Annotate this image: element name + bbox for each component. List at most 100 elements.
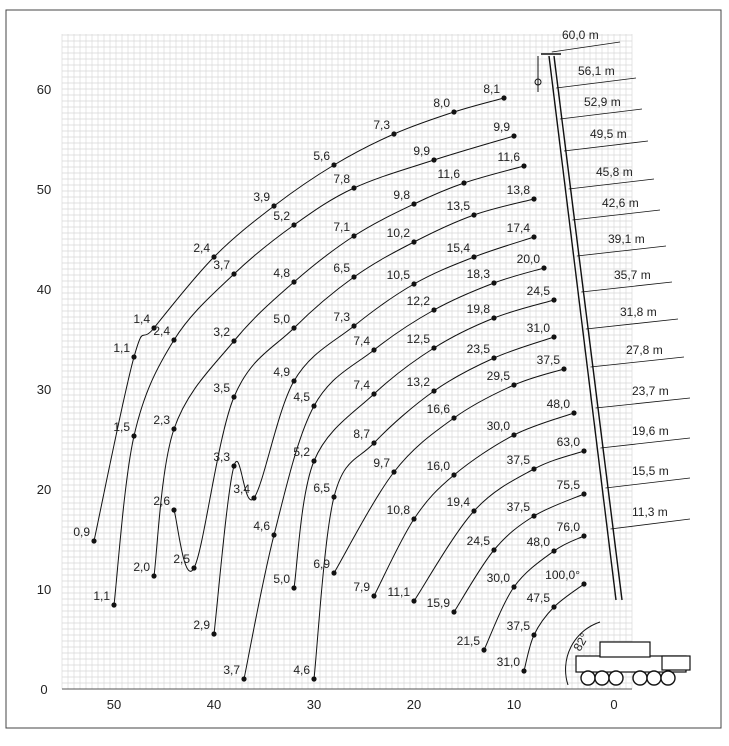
boom-length-label: 35,7 m xyxy=(614,268,651,282)
series-line xyxy=(333,368,565,574)
data-label: 24,5 xyxy=(527,284,551,298)
data-point xyxy=(411,598,417,604)
data-point xyxy=(471,508,477,514)
data-point xyxy=(211,254,217,260)
data-label: 3,4 xyxy=(233,482,250,496)
data-label: 11,6 xyxy=(438,167,461,181)
data-label: 20,0 xyxy=(517,252,541,266)
boom-length-label: 60,0 m xyxy=(562,28,599,42)
boom-length-label: 52,9 m xyxy=(584,95,621,109)
data-point xyxy=(311,676,317,682)
data-label: 2,9 xyxy=(193,618,210,632)
y-tick-label: 10 xyxy=(37,582,51,597)
data-label: 8,7 xyxy=(353,427,370,441)
data-label: 2,0 xyxy=(133,560,150,574)
data-label: 48,0 xyxy=(547,397,571,411)
boom-length-leader xyxy=(556,77,637,89)
boom-length-leader xyxy=(559,108,643,120)
truck-wheel xyxy=(594,670,610,686)
series-line xyxy=(243,267,545,680)
crane: 60,0 m56,1 m52,9 m49,5 m45,8 m42,6 m39,1… xyxy=(534,28,691,686)
data-label: 15,9 xyxy=(427,596,451,610)
data-point xyxy=(331,570,337,576)
data-label: 3,5 xyxy=(213,381,230,395)
data-point xyxy=(531,466,537,472)
x-tick-label: 40 xyxy=(207,697,221,712)
data-point xyxy=(531,234,537,240)
data-label: 12,5 xyxy=(407,332,431,346)
data-point xyxy=(511,133,517,139)
data-point xyxy=(521,163,527,169)
data-point xyxy=(581,448,587,454)
data-label: 2,4 xyxy=(193,241,210,255)
data-label: 9,9 xyxy=(413,144,430,158)
data-label: 10,2 xyxy=(387,226,411,240)
data-point xyxy=(511,432,517,438)
boom-length-label: 56,1 m xyxy=(578,64,615,78)
data-point xyxy=(231,338,237,344)
data-label: 23,5 xyxy=(467,342,491,356)
data-point xyxy=(91,538,97,544)
data-point xyxy=(511,584,517,590)
series-line xyxy=(173,198,535,572)
boom-length-leader xyxy=(590,356,685,368)
boom-edge xyxy=(548,55,617,601)
data-label: 24,5 xyxy=(467,534,491,548)
load-curves: 0,91,11,42,43,95,67,38,08,11,11,52,43,75… xyxy=(73,82,587,682)
data-label: 5,2 xyxy=(293,445,310,459)
data-point xyxy=(461,180,467,186)
boom-length-label: 49,5 m xyxy=(590,127,627,141)
data-label: 3,9 xyxy=(253,190,270,204)
data-point xyxy=(541,265,547,271)
data-point xyxy=(171,337,177,343)
data-label: 10,8 xyxy=(387,503,411,517)
data-label: 13,5 xyxy=(447,199,471,213)
data-point xyxy=(491,280,497,286)
data-point xyxy=(471,254,477,260)
x-tick-label: 50 xyxy=(107,697,121,712)
data-point xyxy=(351,233,357,239)
data-point xyxy=(311,403,317,409)
data-point xyxy=(501,95,507,101)
data-point xyxy=(131,354,137,360)
data-label: 7,1 xyxy=(333,220,350,234)
data-label: 3,7 xyxy=(223,663,240,677)
boom-length-label: 19,6 m xyxy=(632,424,669,438)
data-point xyxy=(551,604,557,610)
data-point xyxy=(111,602,117,608)
data-label: 75,5 xyxy=(557,478,581,492)
data-label: 4,5 xyxy=(293,390,310,404)
data-label: 3,3 xyxy=(213,450,230,464)
data-point xyxy=(431,157,437,163)
data-label: 16,6 xyxy=(427,402,451,416)
data-point xyxy=(411,281,417,287)
data-point xyxy=(451,415,457,421)
data-point xyxy=(291,222,297,228)
x-tick-label: 10 xyxy=(507,697,521,712)
data-label: 7,9 xyxy=(353,580,370,594)
data-label: 5,0 xyxy=(273,312,290,326)
angle-arc xyxy=(565,621,601,686)
data-label: 9,7 xyxy=(373,456,390,470)
data-label: 13,8 xyxy=(507,183,531,197)
data-point xyxy=(521,668,527,674)
data-label: 4,9 xyxy=(273,365,290,379)
data-point xyxy=(451,109,457,115)
series-line xyxy=(483,535,585,651)
data-label: 37,5 xyxy=(507,500,531,514)
boom-length-label: 23,7 m xyxy=(632,384,669,398)
boom-length-leader xyxy=(572,209,661,221)
boom-length-leader xyxy=(600,437,691,449)
data-label: 7,8 xyxy=(333,172,350,186)
data-label: 2,6 xyxy=(153,494,170,508)
y-tick-label: 60 xyxy=(37,82,51,97)
data-point xyxy=(191,565,197,571)
data-point xyxy=(581,533,587,539)
boom-length-leader xyxy=(605,477,691,489)
data-label: 17,4 xyxy=(507,221,531,235)
data-label: 9,8 xyxy=(393,188,410,202)
data-point xyxy=(251,495,257,501)
boom-length-label: 27,8 m xyxy=(626,343,663,357)
truck-cab xyxy=(599,641,651,658)
